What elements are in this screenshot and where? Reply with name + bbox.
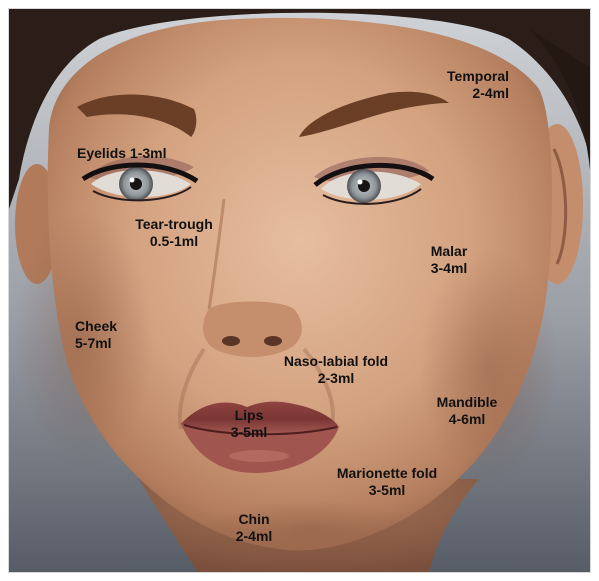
label-naso-labial-fold: Naso-labial fold 2-3ml	[261, 353, 411, 387]
label-mandible-name: Mandible	[417, 394, 517, 411]
label-marionette-name: Marionette fold	[317, 465, 457, 482]
label-lips: Lips 3-5ml	[209, 407, 289, 441]
label-eyelids-text: Eyelids 1-3ml	[77, 145, 167, 162]
nose	[203, 302, 302, 358]
label-marionette-volume: 3-5ml	[317, 482, 457, 499]
label-mandible-volume: 4-6ml	[417, 411, 517, 428]
label-tear-trough: Tear-trough 0.5-1ml	[109, 216, 239, 250]
right-nostril	[264, 336, 282, 346]
label-temporal-volume: 2-4ml	[399, 85, 509, 102]
label-malar: Malar 3-4ml	[409, 243, 489, 277]
lip-highlight	[229, 450, 289, 462]
label-chin-name: Chin	[214, 511, 294, 528]
label-malar-volume: 3-4ml	[409, 260, 489, 277]
label-temporal-name: Temporal	[399, 68, 509, 85]
label-lips-name: Lips	[209, 407, 289, 424]
label-cheek-volume: 5-7ml	[75, 335, 117, 352]
label-tear-trough-volume: 0.5-1ml	[109, 233, 239, 250]
label-marionette-fold: Marionette fold 3-5ml	[317, 465, 457, 499]
label-tear-trough-name: Tear-trough	[109, 216, 239, 233]
label-chin: Chin 2-4ml	[214, 511, 294, 545]
face-illustration-frame: Temporal 2-4ml Eyelids 1-3ml Tear-trough…	[8, 8, 591, 573]
left-eye-highlight	[130, 178, 135, 183]
label-temporal: Temporal 2-4ml	[399, 68, 509, 102]
label-chin-volume: 2-4ml	[214, 528, 294, 545]
label-eyelids: Eyelids 1-3ml	[77, 145, 167, 162]
right-jaw-shade	[419, 249, 559, 489]
label-mandible: Mandible 4-6ml	[417, 394, 517, 428]
label-cheek: Cheek 5-7ml	[75, 318, 117, 352]
label-cheek-name: Cheek	[75, 318, 117, 335]
label-naso-labial-name: Naso-labial fold	[261, 353, 411, 370]
label-malar-name: Malar	[409, 243, 489, 260]
label-lips-volume: 3-5ml	[209, 424, 289, 441]
left-nostril	[222, 336, 240, 346]
right-eye-highlight	[358, 180, 363, 185]
label-naso-labial-volume: 2-3ml	[261, 370, 411, 387]
